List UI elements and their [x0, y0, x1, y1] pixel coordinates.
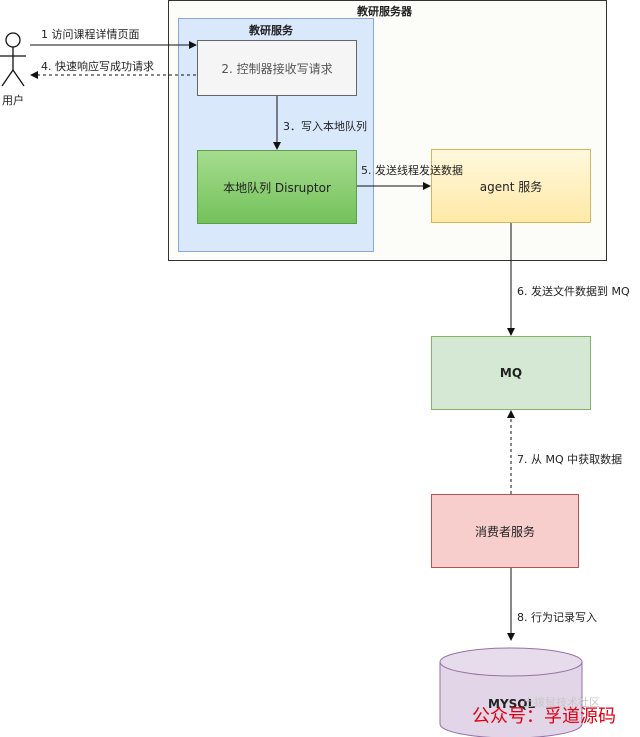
consumer-node: 消费者服务: [431, 494, 579, 568]
watermark-faint: 土拨鼠技术社区: [523, 696, 600, 709]
controller-node-label: 2. 控制器接收写请求: [221, 61, 333, 76]
service-group-title: 教研服务: [249, 24, 293, 37]
edge-8-label: 8. 行为记录写入: [517, 611, 597, 624]
user-actor-label: 用户: [2, 94, 24, 107]
controller-node: 2. 控制器接收写请求: [197, 40, 357, 96]
mq-node: MQ: [431, 336, 591, 410]
edge-3-label: 3．写入本地队列: [283, 120, 367, 133]
edge-7-label: 7. 从 MQ 中获取数据: [517, 453, 623, 466]
mysql-node: [439, 647, 583, 737]
disruptor-node: 本地队列 Disruptor: [197, 150, 357, 224]
edge-6-label: 6. 发送文件数据到 MQ: [517, 285, 630, 298]
disruptor-node-label: 本地队列 Disruptor: [223, 180, 331, 195]
agent-node: agent 服务: [431, 149, 591, 223]
server-group-title: 教研服务器: [357, 5, 412, 18]
watermark: 公众号：孚道源码: [472, 706, 616, 727]
mq-node-label: MQ: [499, 366, 523, 380]
edge-1-label: 1 访问课程详情页面: [41, 28, 140, 41]
user-actor-icon: [0, 32, 26, 87]
edge-5-label: 5. 发送线程发送数据: [361, 164, 463, 177]
consumer-node-label: 消费者服务: [474, 524, 535, 539]
agent-node-label: agent 服务: [479, 179, 543, 194]
edge-4-label: 4. 快速响应写成功请求: [41, 60, 154, 73]
mysql-node-label: MYSQL: [488, 697, 536, 711]
